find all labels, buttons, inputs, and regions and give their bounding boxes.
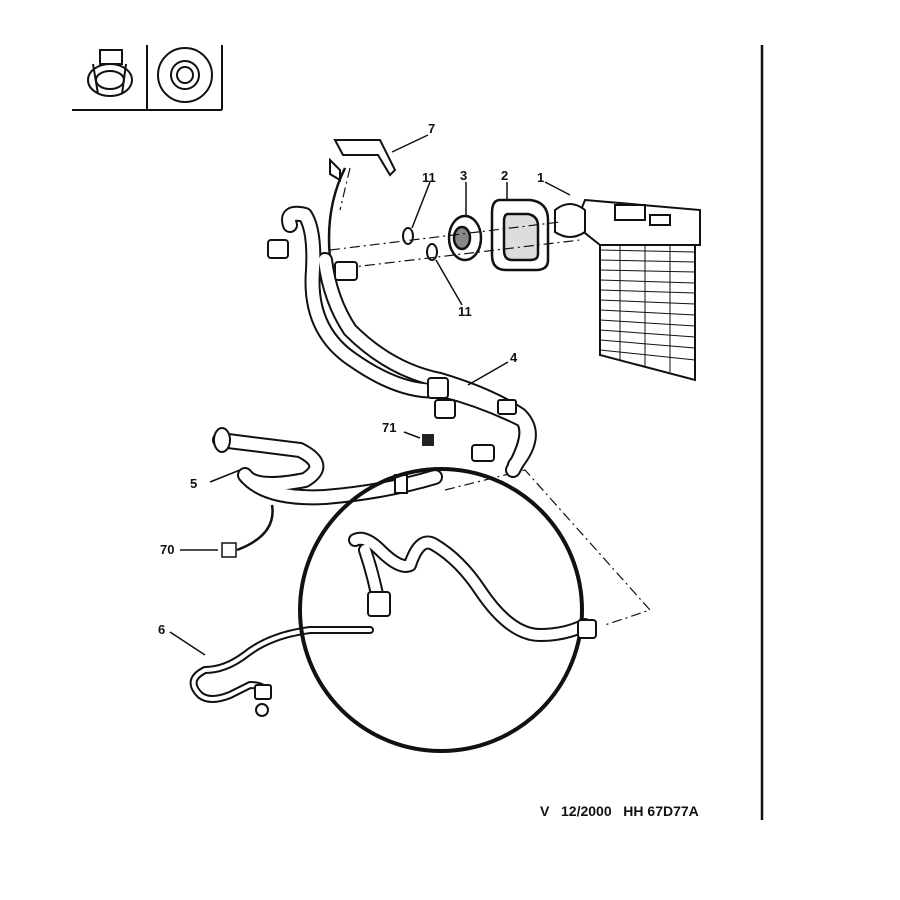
callout-2: 2 xyxy=(501,168,508,183)
callout-5: 5 xyxy=(190,476,197,491)
pipe-6-fitting xyxy=(254,684,272,717)
callout-4: 4 xyxy=(510,350,518,365)
hose-connectors xyxy=(267,239,517,462)
callout-71: 71 xyxy=(382,420,396,435)
callout-6: 6 xyxy=(158,622,165,637)
hose-clamp-icon xyxy=(87,49,133,97)
hose-5-inner xyxy=(214,434,441,504)
retaining-clip xyxy=(327,139,397,259)
legend-box xyxy=(72,45,223,111)
o-ring-upper xyxy=(402,227,414,245)
grommet-ring-icon xyxy=(157,47,213,103)
grommet xyxy=(447,214,483,262)
callout-1: 1 xyxy=(537,170,544,185)
hose-5-end xyxy=(213,427,231,453)
callout-11-upper: 11 xyxy=(422,170,436,185)
leader-lines xyxy=(169,134,571,656)
pipe-6-inner xyxy=(191,628,372,701)
o-ring-lower xyxy=(426,243,438,261)
detail-circle xyxy=(298,467,584,753)
diagram-footer: V 12/2000 HH 67D77A xyxy=(540,803,699,819)
footer-version: V xyxy=(540,803,550,819)
callout-11-lower: 11 xyxy=(458,304,472,319)
heater-radiator xyxy=(554,198,701,382)
footer-reference: HH 67D77A xyxy=(623,803,699,819)
gasket-plate xyxy=(490,198,550,272)
detail-connector xyxy=(367,591,391,617)
cable-70 xyxy=(236,504,274,552)
footer-date: 12/2000 xyxy=(561,803,612,819)
callout-70: 70 xyxy=(160,542,174,557)
callout-3: 3 xyxy=(460,168,467,183)
assembly-lines xyxy=(329,167,652,626)
pipe-6 xyxy=(189,626,374,703)
clip-71 xyxy=(422,434,434,446)
clip-70 xyxy=(221,542,237,558)
callout-7: 7 xyxy=(428,121,435,136)
detail-end xyxy=(577,619,597,639)
